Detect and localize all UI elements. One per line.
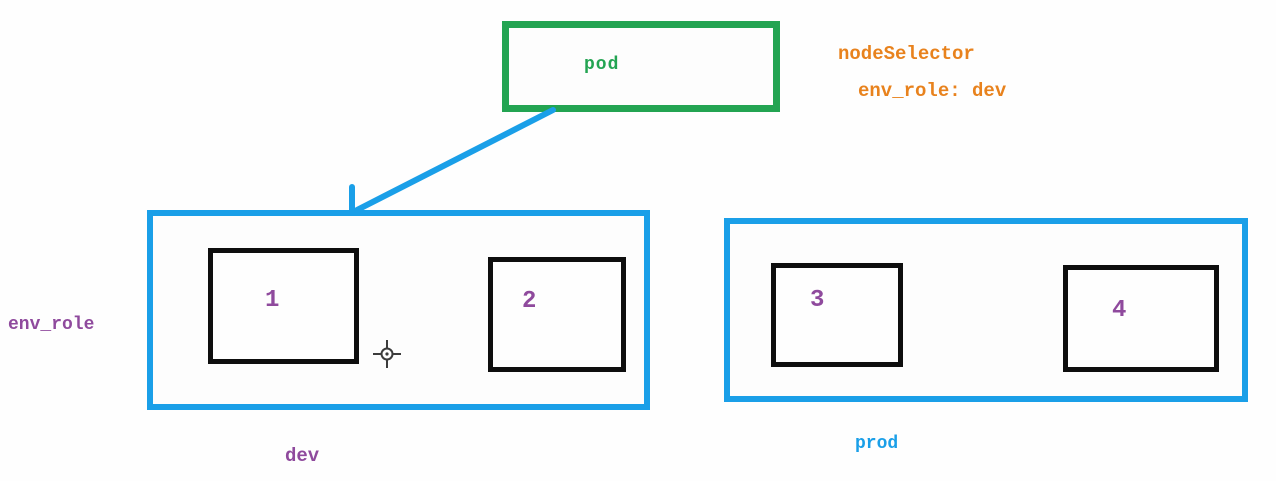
pod-to-dev-arrow [349,107,556,214]
node-box-prod: 3 4 [724,218,1248,402]
node-caption-dev: dev [285,445,320,467]
machine-label-3: 3 [810,287,825,314]
machine-box-1: 1 [208,248,359,364]
env-role-axis-label: env_role [8,315,95,335]
machine-label-1: 1 [265,287,280,314]
machine-box-3: 3 [771,263,903,367]
machine-box-4: 4 [1063,265,1219,372]
node-box-dev: 1 2 [147,210,650,410]
pod-box: pod [502,21,780,112]
machine-label-4: 4 [1112,297,1127,324]
nodeselector-annotation-line-1: nodeSelector [838,43,975,65]
nodeselector-annotation-line-2: env_role: dev [858,80,1007,102]
machine-label-2: 2 [522,288,537,315]
arrow-line [354,107,556,213]
pod-label: pod [584,55,620,75]
machine-box-2: 2 [488,257,626,372]
node-caption-prod: prod [855,434,899,454]
